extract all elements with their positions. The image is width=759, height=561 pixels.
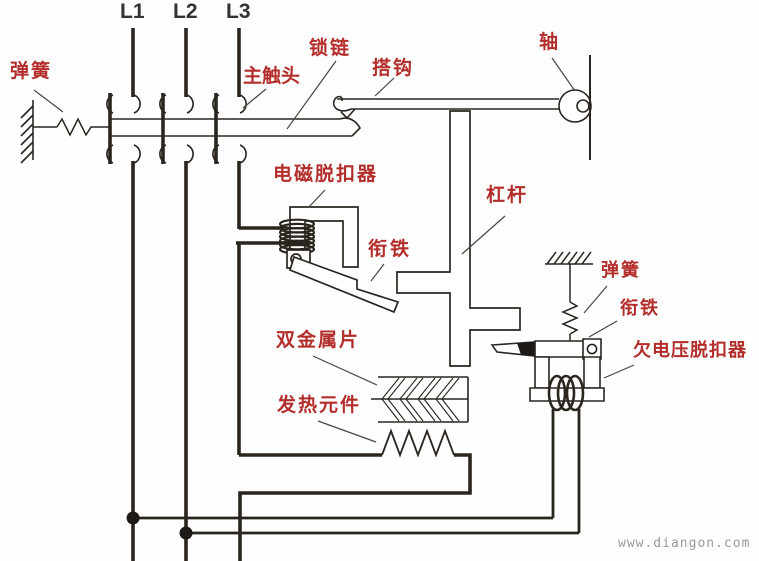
label-uv-trip: 欠电压脱扣器 xyxy=(633,340,747,360)
label-lever: 杠杆 xyxy=(486,185,529,206)
leader-lines xyxy=(33,57,635,443)
pole-L1 xyxy=(106,28,141,561)
label-spring-left: 弹簧 xyxy=(10,61,53,82)
shaft-pivot xyxy=(558,55,592,160)
label-spring-right: 弹簧 xyxy=(601,260,641,280)
bottom-wiring xyxy=(133,516,579,535)
spring-left-symbol xyxy=(33,117,110,137)
uv-coil-lead-wires xyxy=(551,409,581,533)
label-heating-element: 发热元件 xyxy=(277,395,362,416)
em-trip-wires xyxy=(236,226,310,455)
hook-bar xyxy=(332,95,559,120)
em-trip-armature xyxy=(286,249,400,314)
junction-dots xyxy=(126,511,193,540)
heating-element-symbol xyxy=(238,428,472,561)
label-bimetal-strip: 双金属片 xyxy=(276,330,361,351)
bimetal-strip-symbol xyxy=(371,376,469,423)
terminal-label-L3: L3 xyxy=(226,0,251,23)
pole-L2 xyxy=(159,28,194,561)
terminal-label-L1: L1 xyxy=(120,0,145,23)
uv-trip-coil xyxy=(547,374,585,412)
label-main-contact: 主触头 xyxy=(243,66,301,87)
label-latch-chain: 锁链 xyxy=(309,38,352,59)
spring-right-symbol xyxy=(561,264,579,343)
label-em-trip: 电磁脱扣器 xyxy=(273,164,379,185)
contact-bar xyxy=(110,117,361,137)
em-trip-coil xyxy=(278,218,316,255)
label-armature-left: 衔铁 xyxy=(368,239,413,260)
terminal-label-L2: L2 xyxy=(173,0,198,23)
label-hook: 搭钩 xyxy=(372,58,415,79)
label-armature-right: 衔铁 xyxy=(620,298,660,318)
label-shaft: 轴 xyxy=(539,32,559,53)
uv-ground-anchor xyxy=(545,251,593,265)
lever-body xyxy=(396,110,521,367)
uv-trip-armature xyxy=(490,338,602,360)
pole-L3 xyxy=(212,28,247,229)
left-wall-anchor xyxy=(20,100,34,164)
watermark-text: www.diangon.com xyxy=(618,536,751,551)
